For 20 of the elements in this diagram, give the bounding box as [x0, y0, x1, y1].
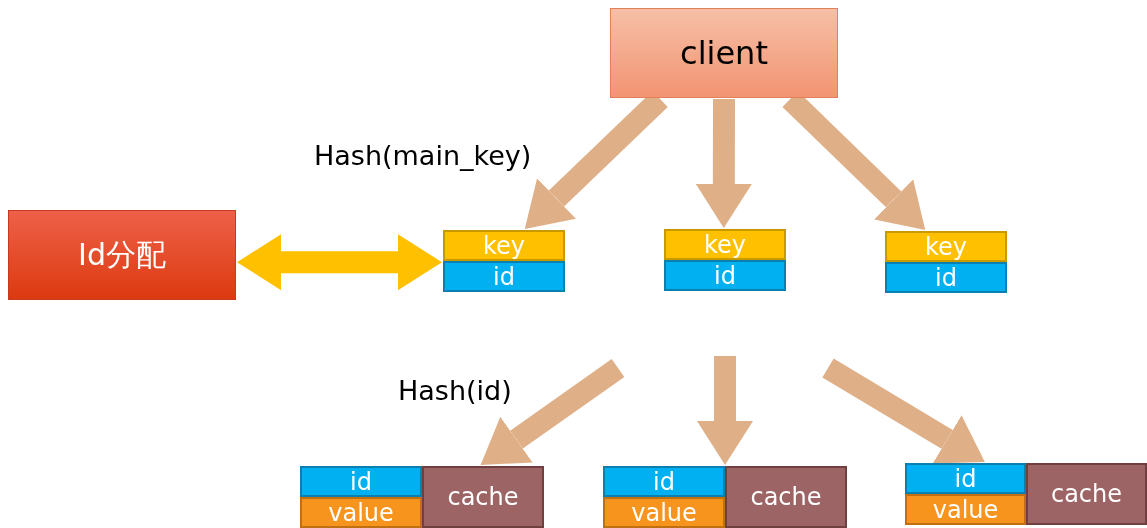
id-field: id [443, 261, 565, 292]
id-field: id [885, 262, 1007, 293]
key-field: key [443, 230, 565, 261]
block-arrow [237, 234, 442, 291]
id-field: id [664, 260, 786, 291]
value-field: value [300, 497, 422, 528]
key-field: key [885, 231, 1007, 262]
cache-field: cache [422, 466, 544, 528]
id-field: id [603, 466, 725, 497]
id-field: id [300, 466, 422, 497]
service-box: Id分配 [8, 210, 236, 300]
block-arrow [695, 99, 752, 229]
value-field: value [905, 494, 1026, 525]
cache-field: cache [725, 466, 847, 528]
block-arrow [697, 356, 753, 465]
key-field: key [664, 229, 786, 260]
client-box: client [610, 8, 838, 98]
value-field: value [603, 497, 725, 528]
id-field: id [905, 463, 1026, 494]
cache-field: cache [1026, 463, 1147, 525]
